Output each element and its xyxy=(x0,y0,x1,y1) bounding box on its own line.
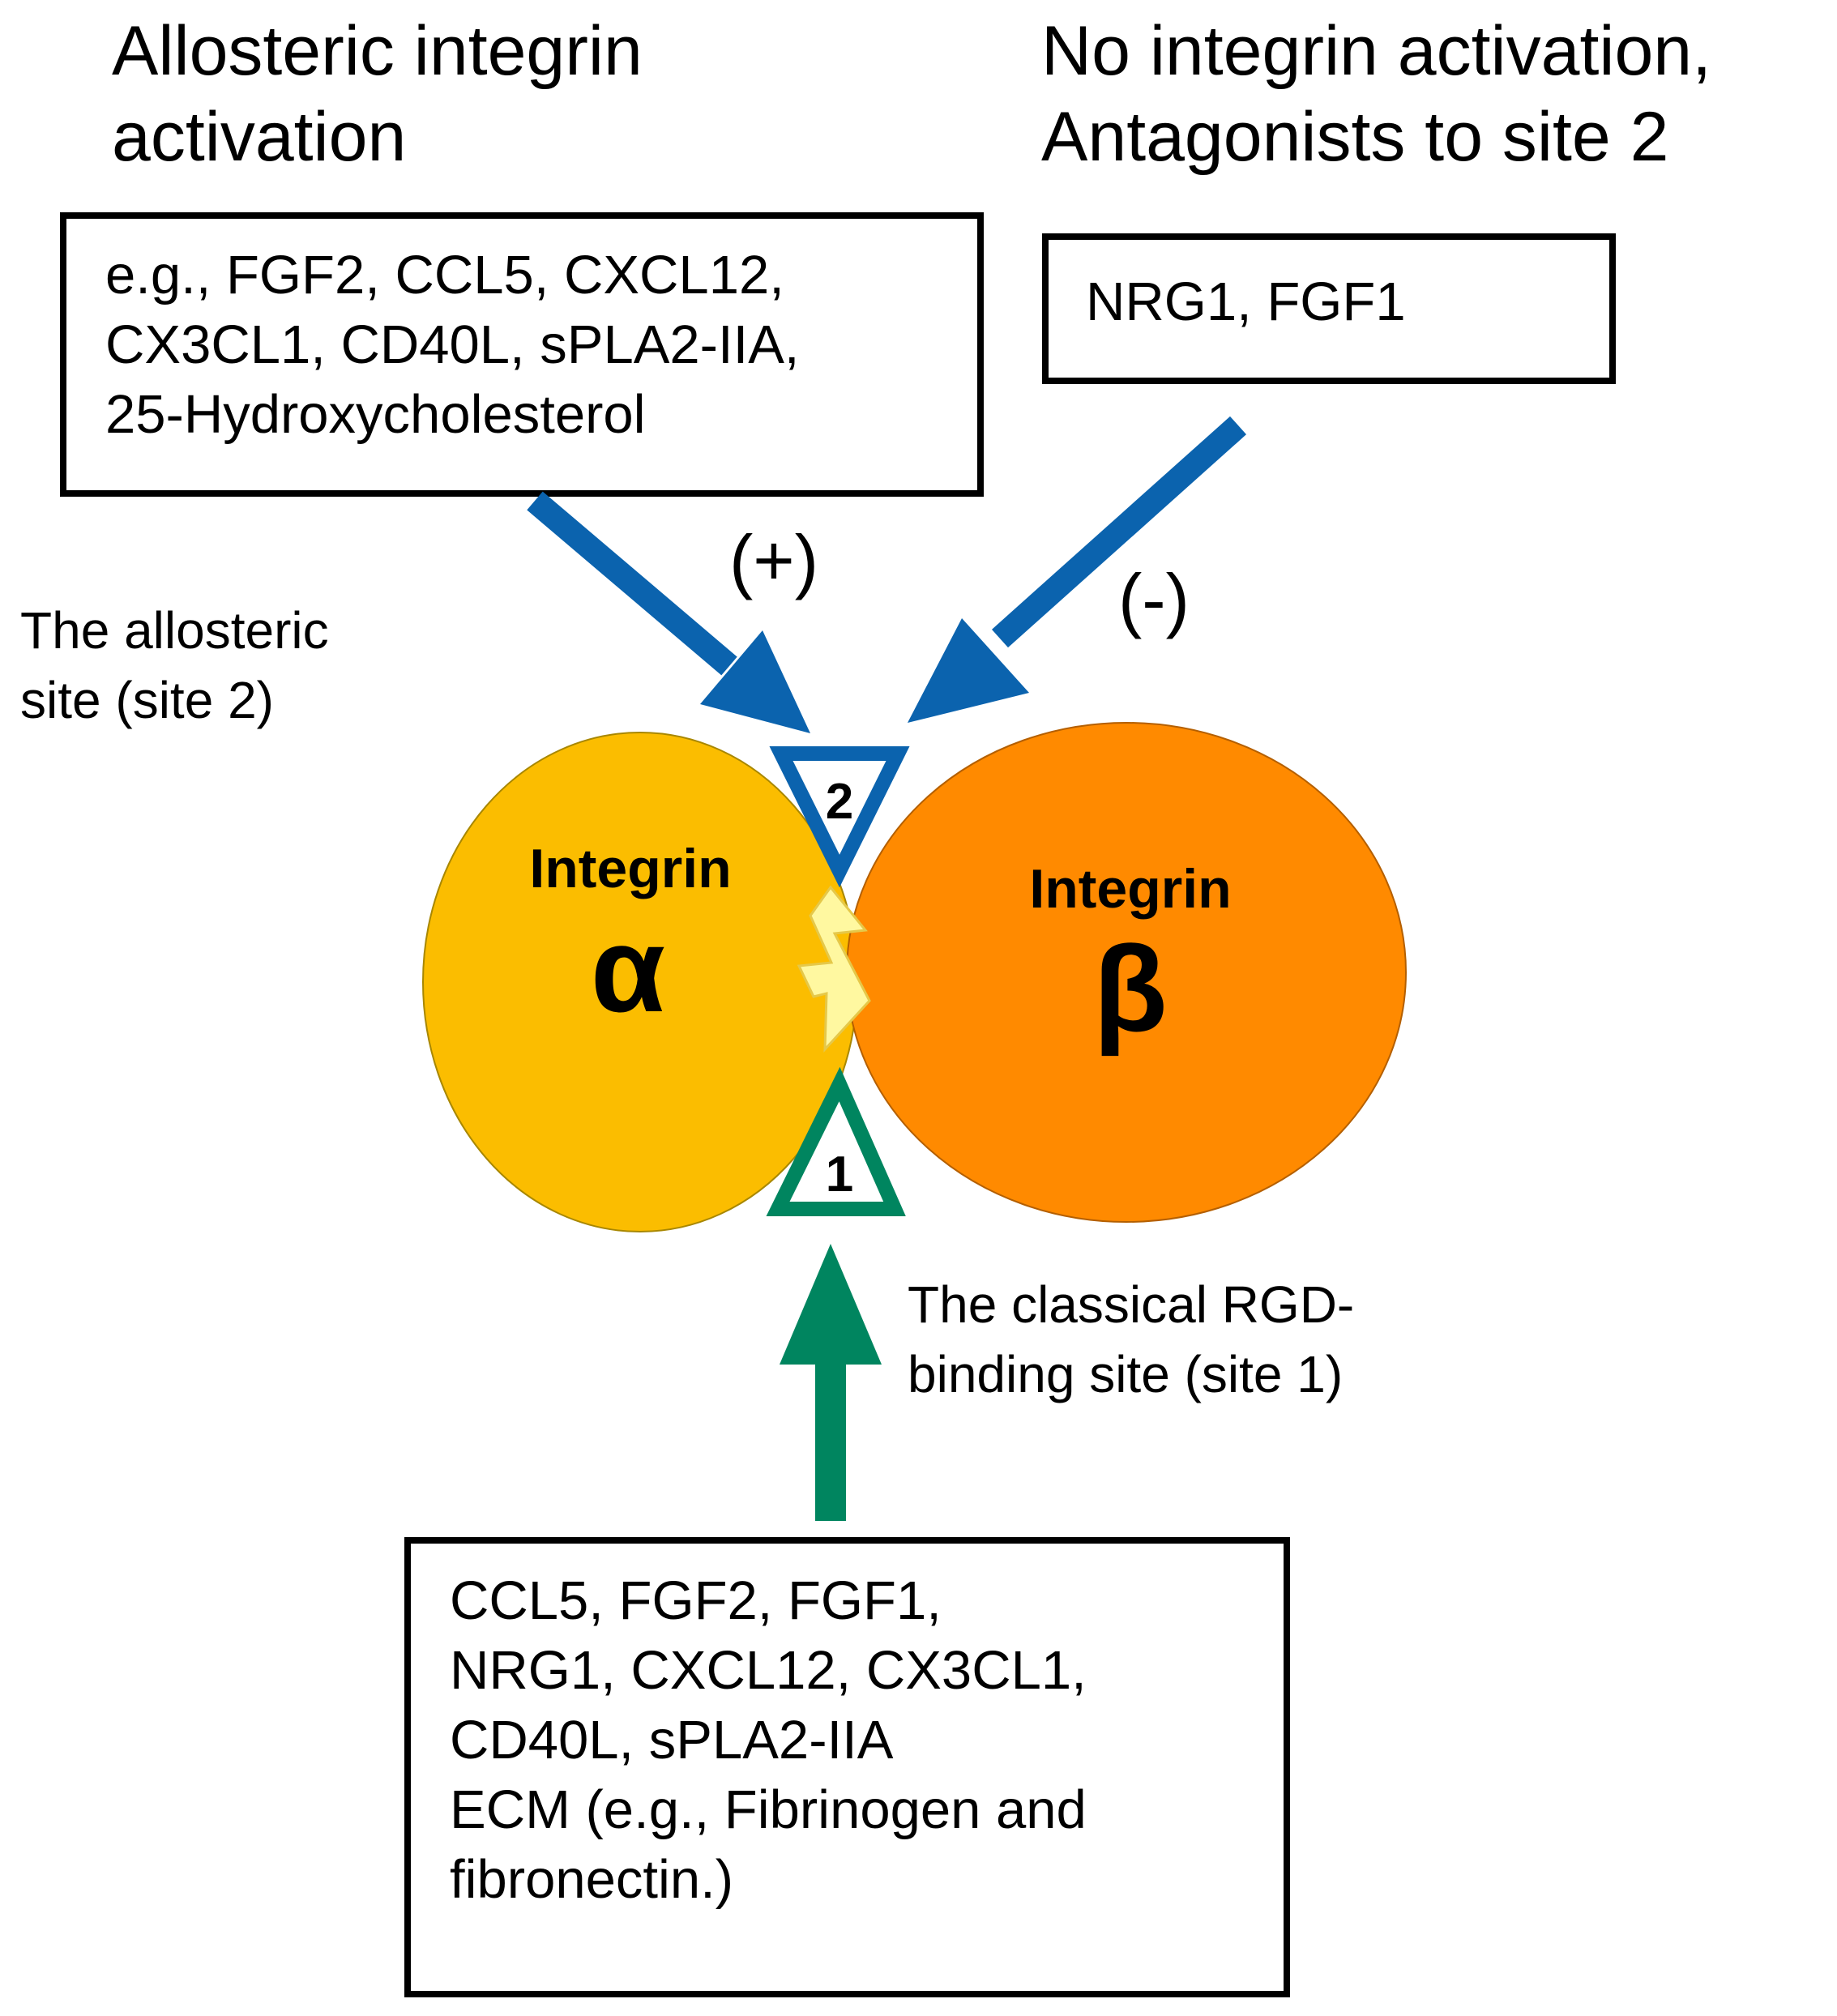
minus-sign: (-) xyxy=(1118,559,1190,639)
rgd-ligands-line1: CCL5, FGF2, FGF1, xyxy=(450,1570,942,1631)
site-1-number: 1 xyxy=(826,1147,853,1202)
integrin-beta-symbol: β xyxy=(1093,920,1168,1057)
rgd-ligands-line3: CD40L, sPLA2-IIA xyxy=(450,1710,894,1770)
activation-arrow xyxy=(527,491,810,733)
integrin-alpha-symbol: α xyxy=(591,901,665,1037)
heading-no-activation-line2: Antagonists to site 2 xyxy=(1041,98,1668,176)
allosteric-site-label-line2: site (site 2) xyxy=(20,671,274,729)
rgd-ligands-box xyxy=(404,1537,1290,1997)
activators-line1: e.g., FGF2, CCL5, CXCL12, xyxy=(105,245,784,305)
heading-allosteric-activation-line2: activation xyxy=(112,98,406,176)
rgd-ligands-line2: NRG1, CXCL12, CX3CL1, xyxy=(450,1640,1087,1701)
activators-box xyxy=(60,212,984,497)
heading-allosteric-activation-line1: Allosteric integrin xyxy=(112,12,643,90)
rgd-ligands-line4: ECM (e.g., Fibrinogen and xyxy=(450,1779,1087,1840)
rgd-ligands-line5: fibronectin.) xyxy=(450,1849,733,1910)
antagonists-text: NRG1, FGF1 xyxy=(1086,271,1406,332)
rgd-site-label-line1: The classical RGD- xyxy=(908,1275,1354,1334)
activation-lightning-icon xyxy=(797,885,871,1053)
activators-line3: 25-Hydroxycholesterol xyxy=(105,384,646,445)
antagonists-box xyxy=(1042,233,1616,384)
plus-sign: (+) xyxy=(729,520,818,600)
antagonist-arrow xyxy=(908,416,1247,723)
integrin-alpha-label: Integrin xyxy=(529,838,731,899)
allosteric-site-2-marker xyxy=(769,746,910,888)
heading-no-activation-line1: No integrin activation, xyxy=(1041,12,1711,90)
allosteric-site-label-line1: The allosteric xyxy=(20,601,329,660)
rgd-binding-arrow xyxy=(780,1244,882,1521)
integrin-beta-label: Integrin xyxy=(1029,858,1231,920)
rgd-site-1-marker xyxy=(766,1066,906,1216)
activators-line2: CX3CL1, CD40L, sPLA2-IIA, xyxy=(105,314,800,375)
site-2-number: 2 xyxy=(826,774,853,830)
rgd-site-label-line2: binding site (site 1) xyxy=(908,1345,1343,1403)
